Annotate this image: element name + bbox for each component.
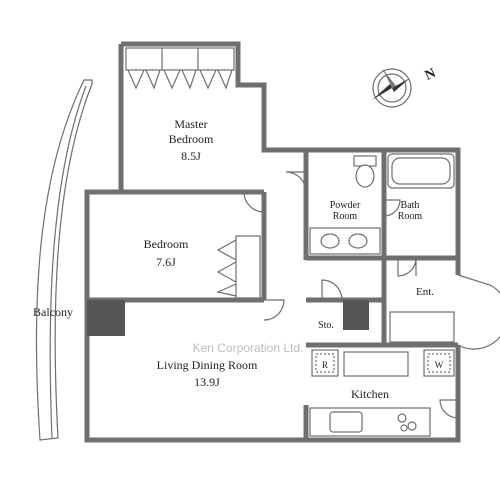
north-label: N bbox=[423, 66, 439, 84]
watermark: Ken Corporation Ltd. bbox=[193, 341, 304, 355]
living-dining-size: 13.9J bbox=[194, 375, 220, 389]
interior-walls bbox=[87, 150, 458, 348]
living-dining-label: Living Dining Room bbox=[157, 358, 258, 372]
bedroom-label: Bedroom bbox=[144, 237, 189, 251]
compass-rose-icon bbox=[372, 68, 412, 108]
kitchen-fixtures bbox=[309, 349, 455, 437]
vanity-counter bbox=[309, 227, 381, 255]
entrance-label: Ent. bbox=[416, 286, 434, 298]
bath-room-label-1: Bath bbox=[401, 200, 420, 211]
bath-room-label-2: Room bbox=[398, 211, 423, 222]
bedroom-closet bbox=[216, 235, 261, 299]
bedroom-closet-shelf bbox=[235, 235, 261, 299]
bedroom-size: 7.6J bbox=[156, 255, 176, 269]
kitchen-counter-upper bbox=[343, 351, 409, 377]
master-bedroom-size: 8.5J bbox=[181, 149, 201, 163]
kitchen-sink bbox=[329, 411, 363, 433]
powder-fixtures bbox=[309, 155, 381, 255]
balcony-label: Balcony bbox=[33, 305, 73, 319]
toilet-bowl bbox=[355, 164, 375, 188]
bathtub bbox=[387, 153, 455, 189]
wall-east-south bbox=[306, 345, 461, 443]
door-kitchen-side bbox=[439, 399, 459, 419]
kitchen-label: Kitchen bbox=[351, 387, 389, 401]
balcony-outline bbox=[35, 79, 93, 441]
master-closet bbox=[125, 47, 235, 90]
powder-room-label-2: Room bbox=[333, 211, 358, 222]
door-entrance-closet bbox=[397, 257, 417, 277]
master-bedroom-label-1: Master bbox=[174, 117, 207, 131]
door-bath bbox=[383, 199, 401, 217]
stove-burner-1 bbox=[397, 413, 407, 423]
doors bbox=[243, 171, 500, 419]
door-storage bbox=[321, 279, 343, 301]
door-master bbox=[243, 191, 265, 213]
closet-doors bbox=[127, 69, 233, 90]
wall-north-master bbox=[121, 41, 306, 153]
door-front bbox=[457, 274, 500, 350]
pillar-west bbox=[87, 300, 125, 336]
door-bedroom bbox=[263, 299, 285, 321]
stove-burner-2 bbox=[407, 421, 417, 431]
wall-north-east bbox=[306, 147, 461, 275]
master-bedroom-label-2: Bedroom bbox=[169, 132, 214, 146]
balcony bbox=[35, 79, 93, 441]
balcony-rail bbox=[49, 85, 87, 439]
powder-room-label-1: Powder bbox=[330, 200, 361, 211]
washer-label: W bbox=[435, 360, 444, 370]
refrigerator-label: R bbox=[322, 360, 328, 370]
pillar-storage bbox=[343, 300, 369, 330]
closet-shelf bbox=[125, 47, 235, 71]
storage-label: Sto. bbox=[318, 320, 334, 331]
door-powder bbox=[285, 171, 307, 193]
sink-left bbox=[320, 233, 340, 249]
bedroom-closet-doors bbox=[216, 239, 237, 297]
stove-burner-3 bbox=[400, 424, 408, 432]
shoe-cabinet bbox=[389, 311, 455, 343]
sink-right bbox=[348, 233, 368, 249]
bathtub-inner bbox=[391, 157, 451, 185]
